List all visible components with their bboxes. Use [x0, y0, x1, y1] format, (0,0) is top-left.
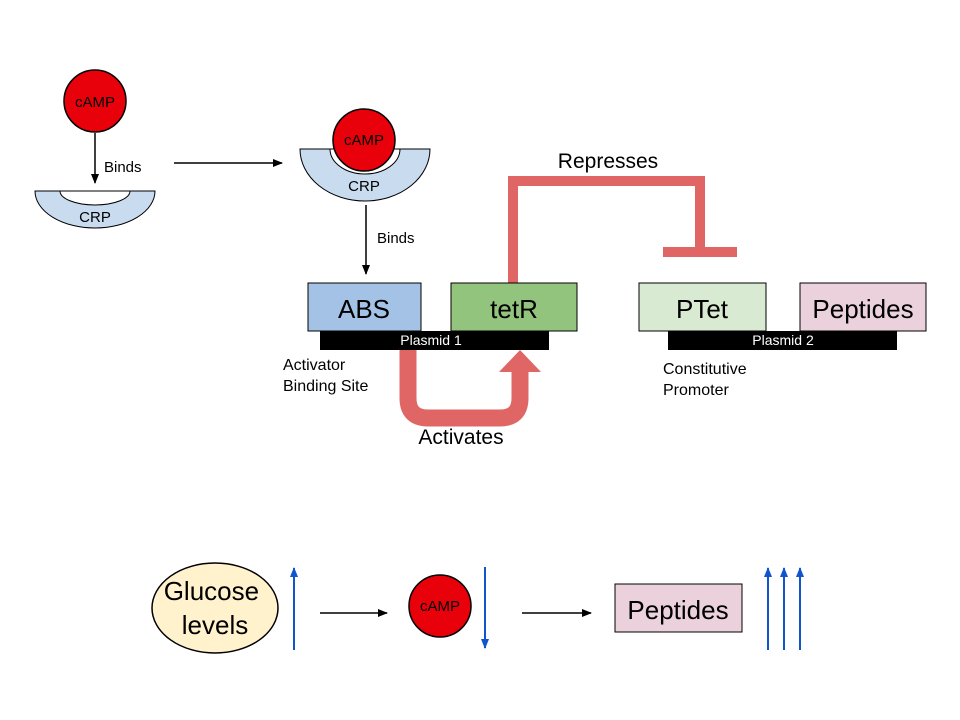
summary-peptides: Peptides	[614, 583, 743, 633]
abs-label: ABS	[338, 294, 390, 324]
plasmid-1-label: Plasmid 1	[400, 332, 462, 348]
peptides-up-arrows	[764, 567, 804, 650]
summary-peptides-label: Peptides	[627, 595, 728, 625]
plasmid-1-bar	[320, 331, 549, 350]
plasmid-2: PTet Peptides Plasmid 2	[638, 282, 927, 350]
plasmid-2-bar	[668, 331, 897, 350]
activates-label: Activates	[418, 426, 503, 449]
represses-inhibition-arrow	[508, 176, 737, 283]
summary-camp-circle	[408, 574, 472, 638]
ptet-caption-line2: Promoter	[663, 382, 729, 399]
activates-arrow	[399, 350, 529, 427]
camp-crp-complex: cAMP CRP	[299, 108, 431, 202]
camp-bound-label: cAMP	[344, 132, 384, 149]
free-camp: cAMP	[63, 69, 127, 133]
summary-peptides-box	[614, 583, 743, 633]
glucose-levels: Glucose levels	[151, 562, 279, 654]
crp-bound-label: CRP	[348, 178, 380, 195]
crp-shape	[34, 190, 156, 229]
free-crp: CRP	[34, 190, 156, 229]
ptet-box	[638, 282, 767, 332]
glucose-label-line2: levels	[182, 610, 248, 640]
summary-camp-label: cAMP	[420, 598, 460, 615]
tetr-label: tetR	[490, 294, 538, 324]
camp-circle-bound	[332, 108, 396, 172]
abs-caption: Activator Binding Site	[283, 357, 368, 395]
ptet-label: PTet	[676, 294, 729, 324]
ptet-caption-line1: Constitutive	[663, 361, 747, 378]
represses-label: Represses	[558, 150, 658, 173]
glucose-ellipse	[151, 562, 279, 654]
crp-label: CRP	[79, 209, 111, 226]
summary-camp: cAMP	[408, 574, 472, 638]
binds-label-1: Binds	[104, 159, 142, 176]
camp-label: cAMP	[75, 94, 115, 111]
plasmid-1: ABS tetR Plasmid 1	[307, 282, 578, 350]
camp-circle	[63, 69, 127, 133]
abs-caption-line1: Activator	[283, 357, 346, 374]
tetr-box	[450, 282, 578, 332]
peptides-label-plasmid: Peptides	[812, 294, 913, 324]
glucose-label-line1: Glucose	[164, 576, 259, 606]
crp-shape-bound	[299, 148, 431, 202]
abs-caption-line2: Binding Site	[283, 378, 368, 395]
binds-label-2: Binds	[377, 230, 415, 247]
activates-arrowhead	[499, 350, 541, 372]
peptides-box-plasmid	[799, 282, 927, 332]
glucose-label: Glucose levels	[164, 576, 267, 640]
ptet-caption: Constitutive Promoter	[663, 361, 751, 399]
plasmid-2-label: Plasmid 2	[752, 332, 814, 348]
